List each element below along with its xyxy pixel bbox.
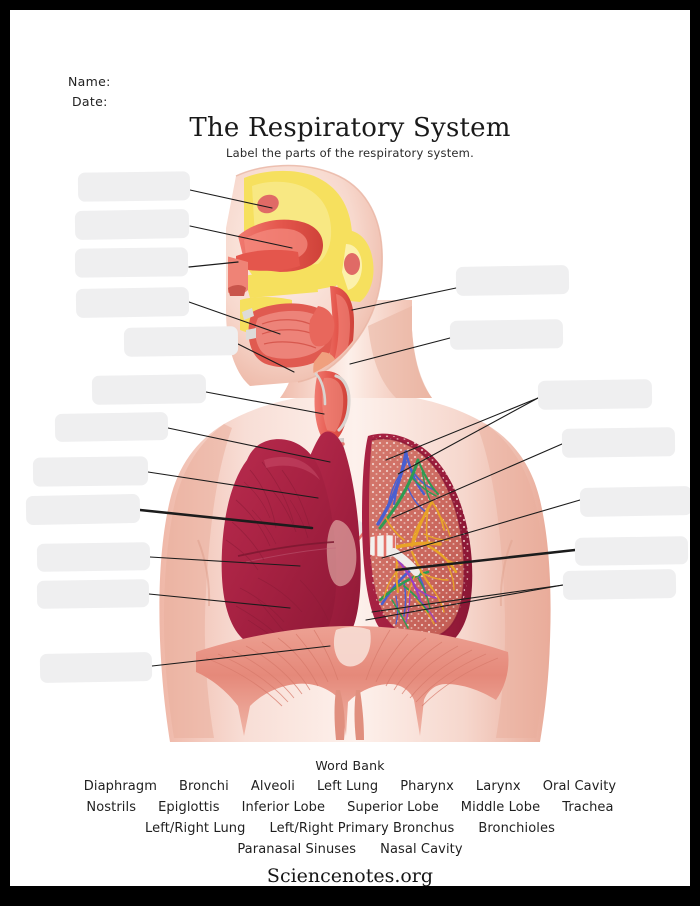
page-title: The Respiratory System: [189, 113, 511, 143]
answer-blank[interactable]: [39, 652, 153, 683]
word-bank-term: Paranasal Sinuses: [237, 842, 357, 857]
word-bank-term: Epiglottis: [158, 800, 220, 815]
worksheet-sheet: Name: Date: The Respiratory System Label…: [10, 10, 690, 886]
word-bank-row: Paranasal Sinuses Nasal Cavity: [10, 842, 690, 857]
respiratory-system-illustration: [10, 10, 690, 886]
site-credit: Sciencenotes.org: [266, 865, 434, 886]
word-bank-term: Trachea: [562, 800, 614, 815]
word-bank-term: Superior Lobe: [347, 800, 439, 815]
word-bank-term: Bronchi: [178, 779, 229, 794]
answer-blank[interactable]: [36, 542, 151, 572]
left-lung-solid: [221, 431, 361, 655]
answer-blank[interactable]: [36, 579, 150, 609]
word-bank-row: Nostrils Epiglottis Inferior Lobe Superior …: [10, 800, 690, 815]
word-bank-term: Diaphragm: [83, 779, 157, 794]
date-label: Date:: [72, 94, 108, 109]
answer-blank[interactable]: [561, 427, 676, 458]
word-bank-term: Alveoli: [250, 779, 295, 794]
answer-blank[interactable]: [562, 569, 677, 600]
answer-blank[interactable]: [579, 486, 690, 517]
answer-blank[interactable]: [91, 374, 207, 405]
answer-blank[interactable]: [455, 265, 570, 296]
word-bank-term: Left Lung: [316, 779, 379, 794]
word-bank-term: Nostrils: [86, 800, 137, 815]
word-bank-term: Pharynx: [400, 779, 454, 794]
page-subtitle: Label the parts of the respiratory syste…: [226, 146, 474, 160]
answer-blank[interactable]: [75, 287, 190, 318]
word-bank-term: Oral Cavity: [542, 779, 617, 794]
answer-blank[interactable]: [449, 319, 564, 350]
answer-blank[interactable]: [123, 326, 239, 357]
word-bank-term: Left/Right Primary Bronchus: [269, 821, 455, 836]
word-bank-term: Bronchioles: [478, 821, 555, 836]
word-bank-term: Left/Right Lung: [145, 821, 246, 836]
word-bank-term: Nasal Cavity: [380, 842, 463, 857]
answer-blank[interactable]: [25, 493, 141, 526]
word-bank-term: Larynx: [475, 779, 521, 794]
diaphragm: [196, 626, 509, 740]
answer-blank[interactable]: [537, 379, 653, 410]
leader-lines: [138, 189, 581, 667]
head-sagittal-section: [226, 164, 383, 386]
answer-blank[interactable]: [32, 456, 149, 487]
word-bank-term: Middle Lobe: [460, 800, 541, 815]
answer-blank[interactable]: [54, 412, 169, 442]
answer-blank[interactable]: [74, 247, 189, 278]
word-bank-term: Inferior Lobe: [241, 800, 326, 815]
answer-blank[interactable]: [574, 536, 689, 566]
word-bank-row: Diaphragm Bronchi Alveoli Left Lung Pharynx L…: [10, 779, 690, 794]
answer-blank[interactable]: [74, 209, 190, 240]
word-bank-title: Word Bank: [315, 758, 385, 773]
answer-blank[interactable]: [77, 171, 191, 202]
name-date-block: Name: Date:: [68, 72, 111, 112]
word-bank-row: Left/Right Lung Left/Right Primary Bronch…: [10, 821, 690, 836]
name-label: Name:: [68, 74, 111, 89]
